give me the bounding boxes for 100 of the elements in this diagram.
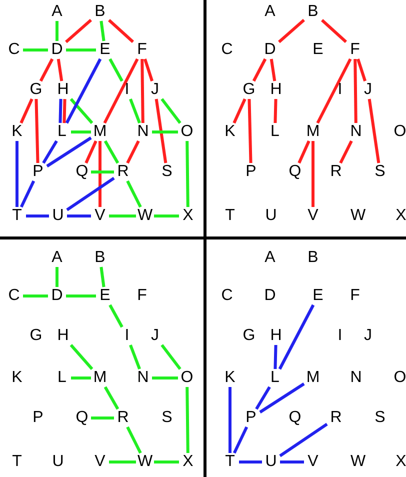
connector-line	[356, 58, 366, 82]
connector-line	[255, 386, 271, 410]
vertex-label: V	[304, 453, 322, 471]
vertex-label: O	[178, 369, 196, 387]
vertex-label: N	[347, 123, 365, 141]
vertex-label: T	[8, 453, 26, 471]
connector-line	[154, 214, 179, 218]
connector-line	[232, 98, 246, 124]
connector-line	[316, 58, 352, 124]
connector-line	[298, 140, 310, 164]
connector-line	[259, 382, 305, 414]
vertex-label: D	[48, 287, 66, 305]
vertex-label: K	[221, 369, 239, 387]
connector-line	[312, 141, 314, 207]
vertex-label: R	[114, 409, 132, 427]
connector-line	[279, 422, 328, 458]
vertex-label: O	[178, 123, 196, 141]
vertex-label: J	[359, 81, 377, 99]
connector-line	[140, 58, 144, 124]
connector-line	[129, 98, 141, 124]
connector-line	[152, 376, 178, 380]
connector-line	[42, 140, 58, 164]
connector-line	[104, 386, 120, 410]
connector-line	[232, 426, 248, 454]
vertex-label: S	[158, 163, 176, 181]
vertex-label: H	[267, 327, 285, 345]
connector-line	[62, 99, 66, 124]
connector-line	[104, 140, 120, 164]
vertex-label: P	[242, 409, 260, 427]
vertex-label: L	[53, 123, 71, 141]
connector-line	[70, 98, 94, 124]
connector-line	[126, 140, 140, 164]
connector-line	[160, 98, 182, 124]
connector-line	[23, 48, 48, 52]
connector-line	[339, 140, 353, 164]
connector-line	[67, 214, 91, 218]
vertex-label: Q	[286, 409, 304, 427]
connector-line	[70, 344, 94, 370]
connector-line	[56, 58, 64, 82]
vertex-label: B	[91, 249, 109, 267]
vertex-label: L	[266, 369, 284, 387]
vertex-label: W	[349, 453, 367, 471]
connector-line	[321, 19, 347, 43]
vertex-label: V	[91, 207, 109, 225]
connector-line	[20, 180, 36, 208]
connector-line	[109, 460, 136, 464]
vertex-label: N	[134, 369, 152, 387]
vertex-label: T	[221, 207, 239, 225]
connector-line	[65, 18, 92, 44]
vertex-label: G	[27, 327, 45, 345]
vertex-label: U	[49, 453, 67, 471]
connector-line	[34, 98, 40, 164]
connector-line	[270, 58, 276, 82]
connector-line	[252, 58, 267, 82]
connector-line	[66, 176, 115, 212]
vertex-label: K	[8, 123, 26, 141]
vertex-label: Q	[286, 163, 304, 181]
vertex-label: O	[391, 123, 406, 141]
connector-line	[65, 58, 102, 124]
connector-line	[71, 130, 91, 134]
vertex-label: B	[91, 3, 109, 21]
connector-line	[186, 386, 190, 454]
vertex-label: C	[218, 287, 236, 305]
connector-line	[98, 141, 102, 207]
connector-line	[100, 266, 106, 288]
vertex-label: X	[179, 453, 197, 471]
connector-line	[23, 294, 48, 298]
connector-line	[26, 214, 49, 218]
connector-line	[91, 170, 114, 174]
connector-line	[108, 58, 124, 82]
vertex-label: M	[91, 123, 109, 141]
vertex-label: W	[349, 207, 367, 225]
vertex-label: C	[5, 41, 23, 59]
vertex-label: P	[29, 163, 47, 181]
vertex-label: K	[8, 369, 26, 387]
connector-line	[280, 460, 304, 464]
vertex-label: U	[262, 453, 280, 471]
vertex-label: U	[49, 207, 67, 225]
vertex-label: X	[179, 207, 197, 225]
vertex-label: A	[261, 249, 279, 267]
connector-line	[46, 136, 92, 168]
connector-line	[66, 294, 96, 298]
vertex-label: S	[371, 409, 389, 427]
connector-line	[108, 304, 124, 328]
vertex-label: H	[267, 81, 285, 99]
connector-line	[274, 344, 278, 370]
vertex-label: E	[96, 287, 114, 305]
vertex-label: A	[48, 249, 66, 267]
vertex-label: W	[136, 453, 154, 471]
connector-line	[239, 460, 262, 464]
vertex-label: R	[327, 163, 345, 181]
vertex-label: G	[240, 327, 258, 345]
vertex-label: S	[158, 409, 176, 427]
vertex-label: N	[134, 123, 152, 141]
connector-line	[228, 387, 232, 453]
connector-line	[154, 460, 179, 464]
vertex-label: H	[54, 81, 72, 99]
vertex-label: G	[27, 81, 45, 99]
vertex-label: L	[53, 369, 71, 387]
vertex-label: C	[5, 287, 23, 305]
